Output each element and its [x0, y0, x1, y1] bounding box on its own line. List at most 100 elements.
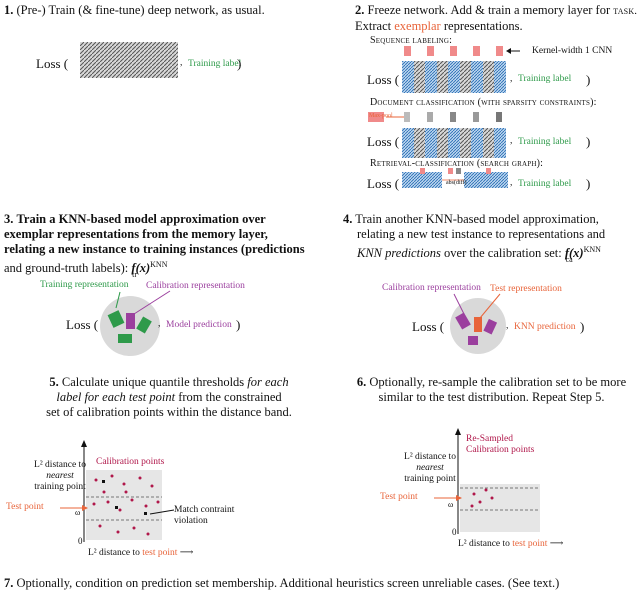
- calibration-points-label: Calibration points: [96, 457, 165, 467]
- step-2: 2. Freeze network. Add & train a memory …: [355, 3, 640, 34]
- step-5: 5. Calculate unique quantile thresholds …: [4, 375, 334, 420]
- comma: ,: [510, 74, 513, 84]
- panel5-chart: [60, 440, 175, 542]
- network-block: [80, 42, 178, 78]
- step-3: 3. Train a KNN-based model approximation…: [4, 212, 324, 279]
- test-point-label: Test point: [6, 502, 44, 512]
- step-text: for each: [247, 375, 289, 389]
- step-4: 4. Train another KNN-based model approxi…: [343, 212, 640, 264]
- formula-sup: KNN: [150, 260, 168, 269]
- step-text: exemplar representations from the memory…: [4, 227, 268, 241]
- step-text: similar to the test distribution. Repeat…: [378, 390, 605, 404]
- comma: ,: [506, 321, 509, 331]
- doc-blocks: [402, 128, 506, 158]
- task-word: task.: [613, 5, 638, 17]
- step-text: set of calibration points within the dis…: [46, 405, 292, 419]
- training-label-text: Training label: [518, 74, 572, 84]
- panel3-diagram: [100, 290, 171, 356]
- formula: f(x): [564, 246, 584, 261]
- kernel-label: Kernel-width 1 CNN: [532, 46, 613, 56]
- step-text: Train a KNN-based model approximation ov…: [16, 212, 266, 226]
- abs-diff-label: abs(diff): [446, 180, 467, 186]
- comma: ,: [510, 136, 513, 146]
- max-pool-label: Max-pool: [369, 113, 393, 119]
- cal-dots: [92, 474, 160, 536]
- retrieval-blocks: [402, 168, 508, 188]
- exemplar-word: exemplar: [394, 19, 441, 33]
- step-text: (Pre-) Train (& fine-tune) deep network,…: [16, 3, 265, 17]
- step-text: Train another KNN-based model approximat…: [355, 212, 599, 226]
- zero-label: 0: [452, 527, 457, 537]
- step-text: Optionally, condition on prediction set …: [16, 576, 560, 590]
- training-label-text: Training label: [518, 137, 572, 147]
- step-6: 6. Optionally, re-sample the calibration…: [343, 375, 640, 405]
- step-number: 2.: [355, 3, 365, 17]
- close-paren: ): [586, 176, 591, 191]
- doc-classification-title: Document classification (with sparsity c…: [370, 97, 597, 108]
- comma: ,: [158, 319, 161, 329]
- formula-sub: ca: [565, 255, 573, 265]
- step-text: Calculate unique quantile thresholds: [61, 375, 245, 389]
- calibration-rep-label: Calibration representation: [146, 281, 245, 291]
- step-text: Extract: [355, 19, 392, 33]
- zero-label: 0: [78, 536, 83, 546]
- training-rep-label: Training representation: [40, 280, 129, 290]
- calibration-rep-label: Calibration representation: [382, 283, 481, 293]
- step-text: from the constrained: [178, 390, 282, 404]
- close-paren: ): [580, 319, 585, 334]
- doc-kernel-grey: [404, 112, 502, 122]
- step-text: and ground-truth labels):: [4, 261, 129, 276]
- panel4-diagram: [450, 293, 506, 354]
- step-number: 3.: [4, 212, 14, 226]
- loss-label: Loss (: [367, 134, 400, 149]
- test-point-label: Test point: [380, 492, 418, 502]
- training-label-text: Training label: [518, 179, 572, 189]
- kernel-boxes: [404, 46, 503, 56]
- test-rep-label: Test representation: [490, 284, 562, 294]
- step-text: Optionally, re-sample the calibration se…: [369, 375, 627, 389]
- loss-label: Loss (: [367, 72, 400, 87]
- loss-label: Loss (: [36, 56, 69, 71]
- step-number: 5.: [49, 375, 59, 389]
- step-text: label for each test point: [56, 390, 176, 404]
- model-prediction-text: Model prediction: [166, 320, 232, 330]
- panel6-chart: [434, 428, 540, 534]
- loss-label: Loss (: [367, 176, 400, 191]
- formula: f(x): [131, 261, 151, 276]
- retrieval-title: Retrieval-classification (search graph):: [370, 158, 544, 169]
- seq-blocks: [402, 61, 506, 93]
- step-number: 1.: [4, 3, 14, 17]
- seq-labeling-title: Sequence labeling:: [370, 35, 453, 46]
- formula-sub: tr: [132, 270, 138, 280]
- step-text: over the calibration set:: [444, 246, 562, 261]
- step-1: 1. (Pre-) Train (& fine-tune) deep netwo…: [4, 3, 304, 18]
- step-text: representations.: [443, 19, 523, 33]
- comma: ,: [180, 58, 183, 68]
- step-number: 4.: [343, 212, 353, 226]
- resampled-dots: [470, 488, 494, 508]
- knn-prediction-text: KNN prediction: [514, 322, 576, 332]
- close-paren: ): [236, 317, 241, 332]
- step-text: relating a new test instance to represen…: [357, 227, 606, 241]
- x-axis-label: L² distance to test point ⟶: [458, 539, 564, 549]
- close-paren: ): [237, 56, 242, 71]
- step-text: relating a new instance to training inst…: [4, 242, 305, 256]
- panel2-diagram: [368, 46, 520, 188]
- step-number: 7.: [4, 576, 14, 590]
- step-text: KNN predictions: [357, 246, 441, 261]
- close-paren: ): [586, 72, 591, 87]
- loss-label: Loss (: [412, 319, 445, 334]
- step-7: 7. Optionally, condition on prediction s…: [4, 576, 640, 591]
- x-axis-label: L² distance to test point ⟶: [88, 548, 194, 558]
- loss-label: Loss (: [66, 317, 99, 332]
- close-paren: ): [586, 134, 591, 149]
- formula-sup: KNN: [583, 245, 601, 254]
- comma: ,: [510, 178, 513, 188]
- step-number: 6.: [356, 375, 367, 389]
- omega-label: ω: [75, 508, 81, 517]
- step-text: Freeze network. Add & train a memory lay…: [367, 3, 611, 17]
